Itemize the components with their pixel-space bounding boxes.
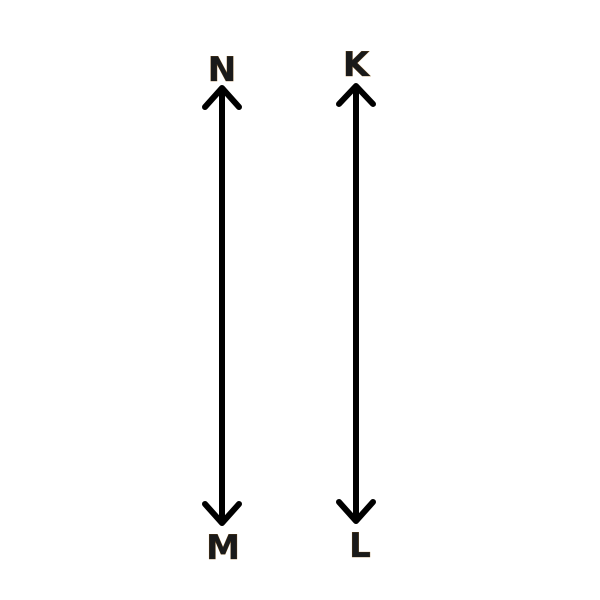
line-nm-bottom-arrowhead: [202, 501, 242, 526]
line-kl: K L: [336, 45, 376, 566]
line-kl-top-arrowhead: [336, 83, 376, 107]
line-nm-top-arrowhead: [202, 85, 242, 110]
label-n: N: [208, 50, 236, 90]
line-kl-bottom-arrowhead: [336, 499, 376, 524]
label-l: L: [349, 526, 371, 566]
label-m: M: [206, 528, 240, 568]
line-nm: N M: [202, 50, 242, 568]
label-k: K: [343, 45, 371, 85]
